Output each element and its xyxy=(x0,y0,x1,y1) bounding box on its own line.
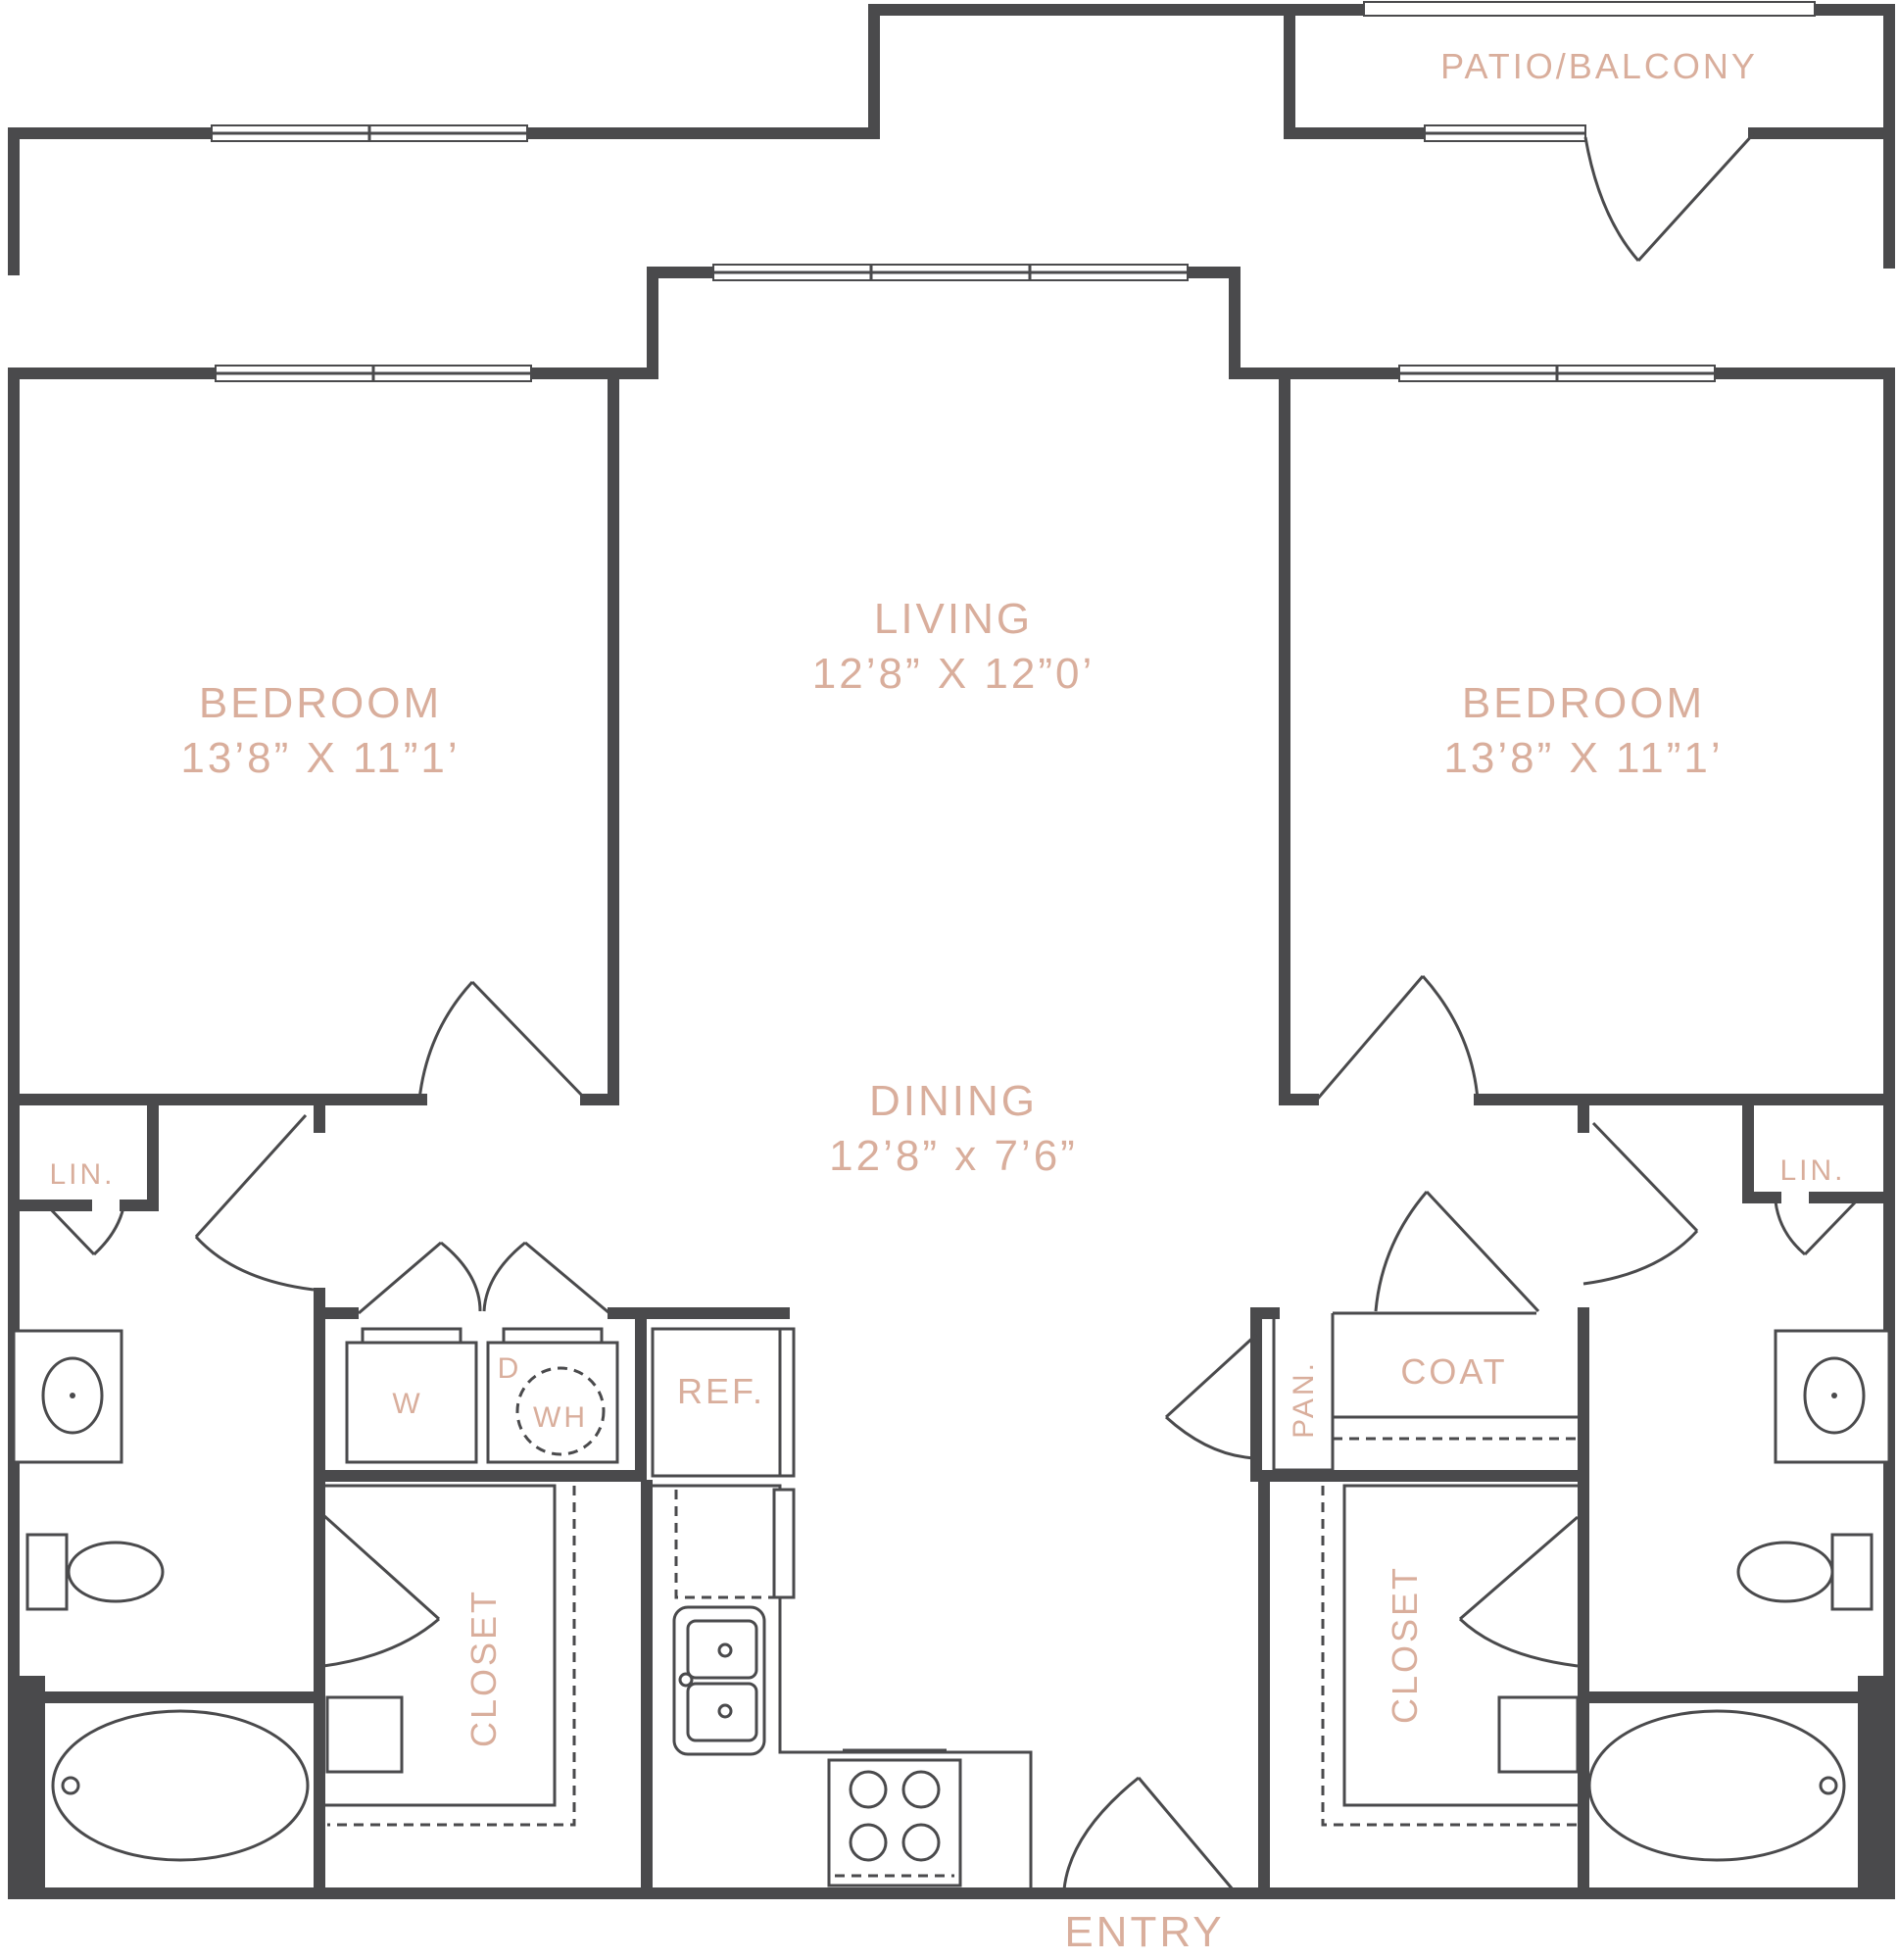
window-icon xyxy=(215,365,532,382)
door-swing-icon xyxy=(358,1241,610,1315)
stove-icon xyxy=(827,1748,962,1887)
dining-label: DINING xyxy=(869,1077,1038,1125)
closet-left-label: CLOSET xyxy=(463,1589,504,1747)
linen-right-label: LIN. xyxy=(1779,1154,1845,1187)
door-swing-icon xyxy=(1583,131,1756,263)
bathtub-icon xyxy=(1587,1709,1846,1862)
patio-label: PATIO/BALCONY xyxy=(1440,46,1758,86)
dryer-label: D xyxy=(498,1352,522,1385)
doors xyxy=(45,975,1860,1890)
toilet-icon xyxy=(1736,1533,1874,1611)
door-swing-icon xyxy=(45,1203,125,1256)
closet-right-label: CLOSET xyxy=(1385,1565,1425,1724)
bedroom-right-label: BEDROOM xyxy=(1462,679,1705,727)
windows xyxy=(211,1,1816,382)
door-swing-icon xyxy=(1315,975,1480,1101)
exterior-walls xyxy=(8,4,1895,1899)
bedroom-right-size: 13’8” X 11”1’ xyxy=(1443,734,1723,782)
room-labels: PATIO/BALCONY LIVING 12’8” X 12”0’ BEDRO… xyxy=(49,46,1845,1956)
interior-walls xyxy=(8,368,1895,1899)
washer-label: W xyxy=(392,1388,422,1420)
water-heater-icon xyxy=(515,1366,606,1456)
door-swing-icon xyxy=(1774,1198,1860,1256)
door-swing-icon xyxy=(417,980,588,1102)
pantry-label: PAN. xyxy=(1288,1360,1320,1439)
door-swing-icon xyxy=(194,1113,315,1292)
living-size: 12’8” X 12”0’ xyxy=(812,650,1095,698)
linen-left-label: LIN. xyxy=(49,1158,115,1191)
entry-label: ENTRY xyxy=(1064,1908,1224,1956)
kitchen-sink-icon xyxy=(672,1605,766,1756)
bathtub-icon xyxy=(51,1709,310,1862)
bedroom-left-label: BEDROOM xyxy=(199,679,442,727)
door-swing-icon xyxy=(321,1513,441,1668)
bedroom-left-size: 13’8” X 11”1’ xyxy=(180,734,460,782)
door-swing-icon xyxy=(1582,1121,1699,1286)
door-swing-icon xyxy=(1458,1515,1579,1668)
window-icon xyxy=(211,124,528,142)
sink-icon xyxy=(1774,1329,1891,1464)
water-heater-label: WH xyxy=(533,1401,588,1434)
window-icon xyxy=(1398,365,1716,382)
sink-icon xyxy=(12,1329,123,1464)
refrigerator-label: REF. xyxy=(677,1371,765,1411)
door-swing-icon xyxy=(1164,1333,1258,1460)
dryer-icon xyxy=(486,1327,619,1464)
toilet-icon xyxy=(25,1533,165,1611)
refrigerator-icon xyxy=(651,1327,796,1478)
closet-shelves xyxy=(327,1437,1580,1827)
window-icon xyxy=(1363,1,1816,17)
coat-label: COAT xyxy=(1400,1351,1507,1392)
dining-size: 12’8” x 7’6” xyxy=(829,1132,1078,1180)
window-icon xyxy=(1424,124,1586,142)
door-swing-icon xyxy=(1374,1190,1540,1313)
door-swing-icon xyxy=(1062,1776,1235,1890)
window-icon xyxy=(712,264,1189,281)
living-label: LIVING xyxy=(874,595,1033,643)
washer-icon xyxy=(345,1327,478,1464)
